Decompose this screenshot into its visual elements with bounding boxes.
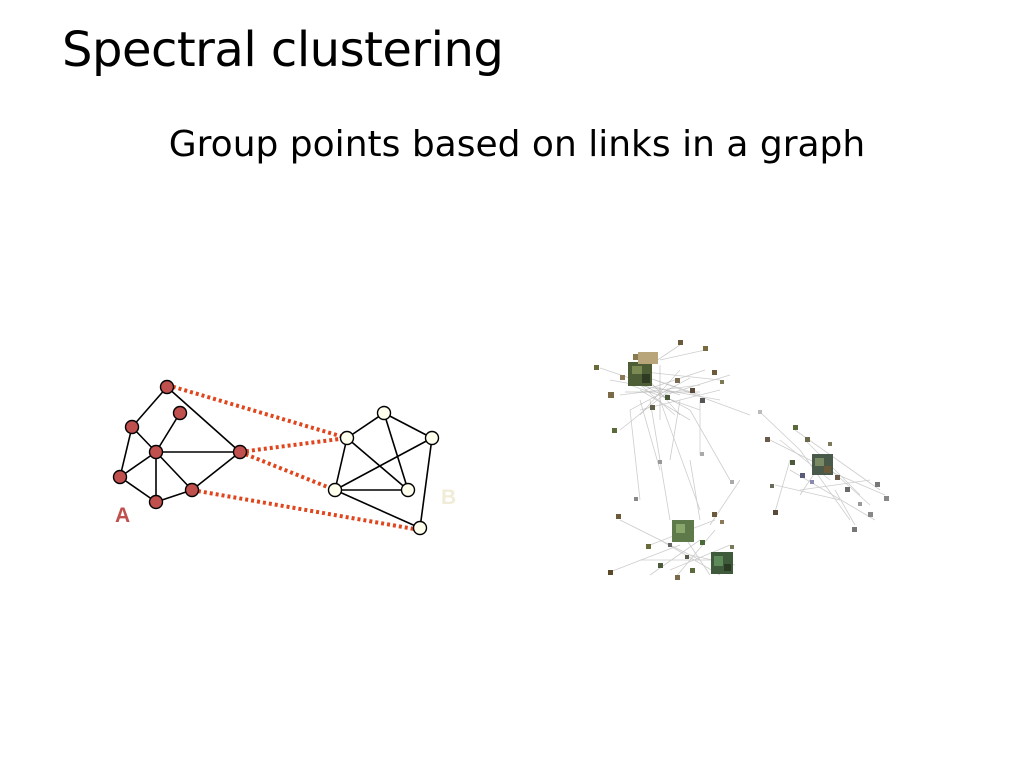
cluster-a-nodes <box>112 379 248 510</box>
cluster-a-label: A <box>115 504 130 527</box>
cut-edge <box>191 488 421 532</box>
node-b <box>424 430 440 446</box>
node-a <box>159 379 175 395</box>
photo-thumbnails <box>628 352 833 574</box>
node-a <box>172 405 188 421</box>
node-a <box>232 444 248 460</box>
node-b <box>412 520 428 536</box>
cut-edge <box>166 383 348 440</box>
node-a <box>184 482 200 498</box>
node-b <box>376 405 392 421</box>
cluster-b-edges <box>334 412 433 529</box>
node-a <box>148 494 164 510</box>
cut-edges <box>166 383 421 532</box>
cut-edge <box>239 450 336 492</box>
node-a <box>124 419 140 435</box>
node-a <box>148 444 164 460</box>
node-b <box>400 482 416 498</box>
node-b <box>339 430 355 446</box>
cluster-b-nodes <box>327 405 440 536</box>
node-b <box>327 482 343 498</box>
cluster-b-label: B <box>441 486 456 509</box>
slide-subtitle: Group points based on links in a graph <box>168 124 866 165</box>
thumbnail-nodes <box>594 340 889 580</box>
node-a <box>112 469 128 485</box>
slide-title: Spectral clustering <box>62 22 504 78</box>
